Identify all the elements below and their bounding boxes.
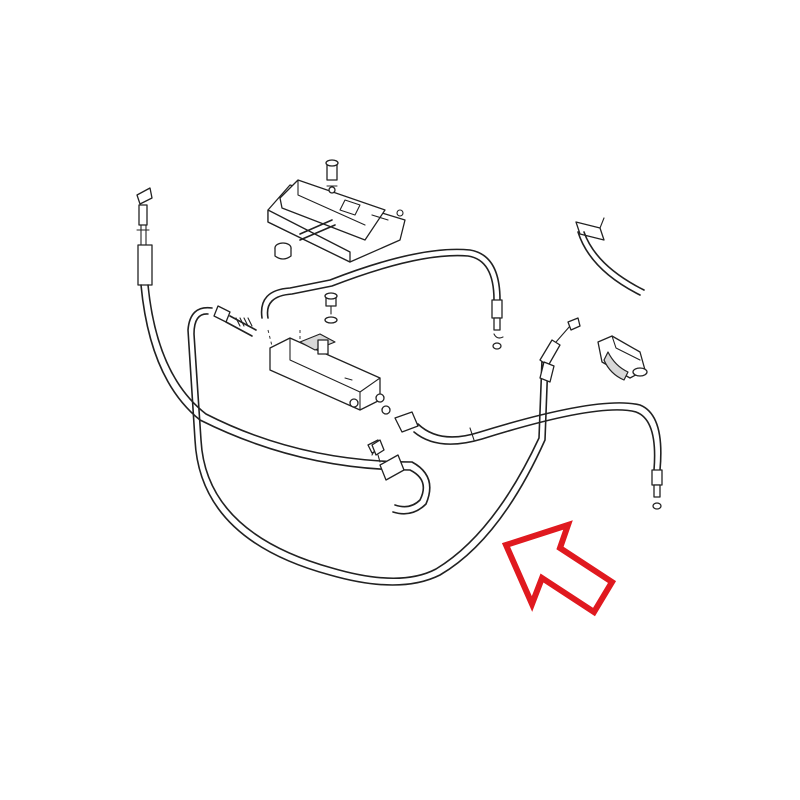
- hand-brake-lever-icon: [267, 159, 406, 263]
- pointer-arrow-icon: [501, 520, 617, 617]
- cable-clip-icon: [324, 292, 338, 324]
- upper-cable: [260, 248, 504, 350]
- lower-loop-cable: [187, 306, 581, 586]
- cable-tie-icon: [575, 217, 645, 296]
- cable-compensator-icon: [213, 305, 385, 411]
- right-cable: [381, 402, 663, 510]
- cable-end-fitting-icon: [371, 439, 385, 463]
- left-cable: [136, 187, 431, 515]
- cable-bracket-icon: [597, 335, 648, 381]
